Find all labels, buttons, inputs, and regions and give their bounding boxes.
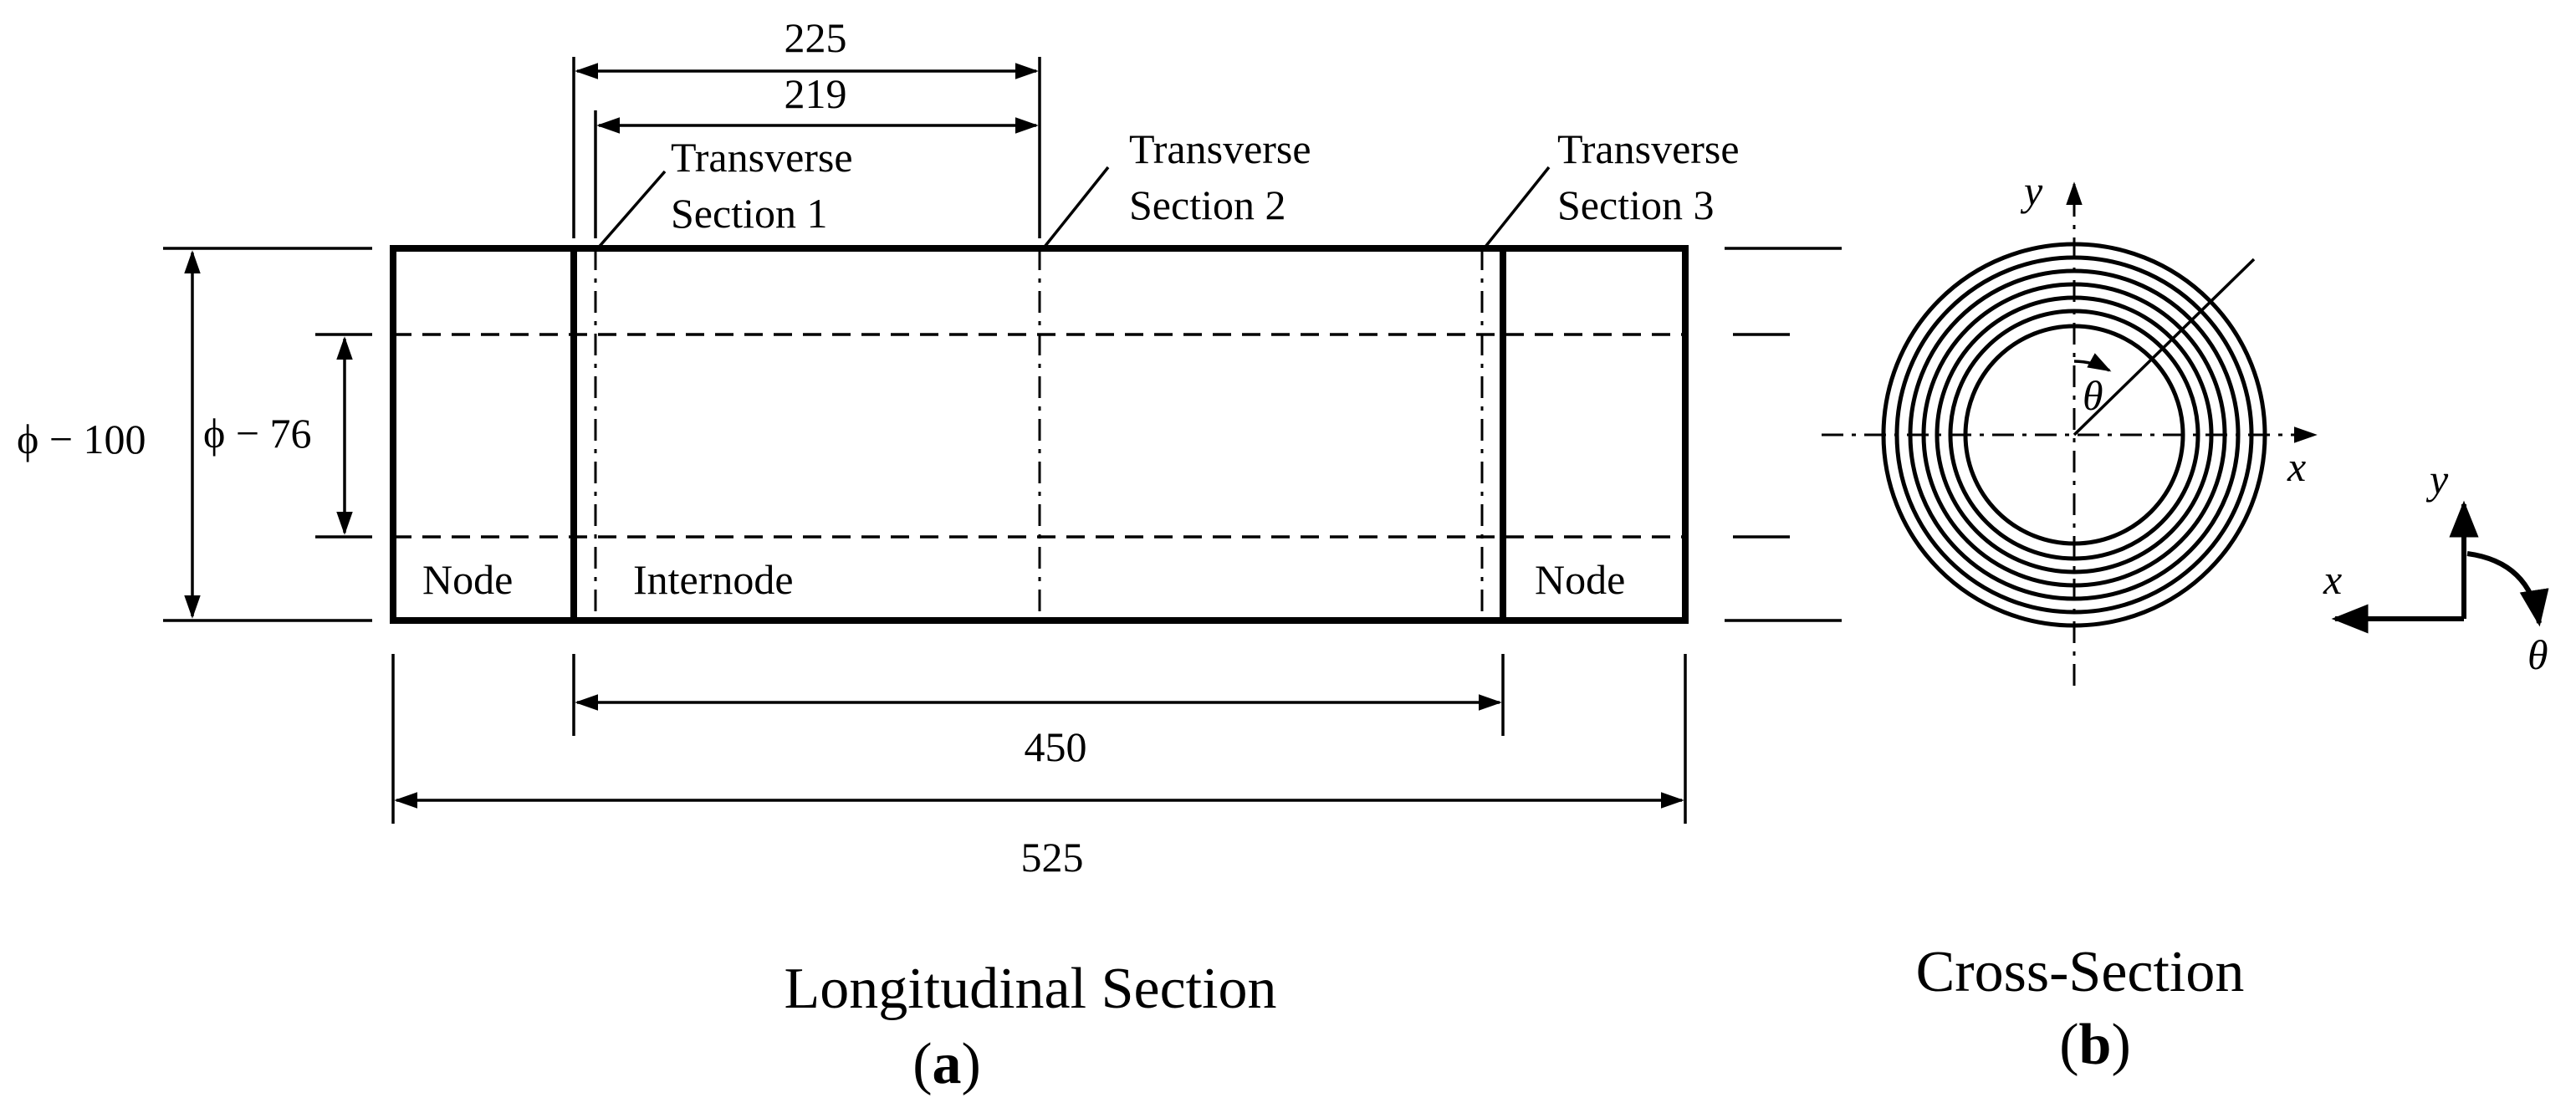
internode-label: Internode bbox=[633, 556, 794, 603]
section-1-label-line2: Section 1 bbox=[671, 190, 827, 237]
node-left-label: Node bbox=[422, 556, 513, 603]
y-axis-label: y bbox=[2020, 167, 2043, 214]
theta-arc bbox=[2073, 353, 2112, 372]
coord-x-label: x bbox=[2323, 556, 2342, 603]
dim-525-label: 525 bbox=[1021, 834, 1084, 881]
section-3-label-line1: Transverse bbox=[1557, 125, 1740, 172]
section-1-leader bbox=[594, 170, 667, 253]
section-2-label-line2: Section 2 bbox=[1129, 181, 1285, 228]
dim-450-label: 450 bbox=[1025, 723, 1087, 770]
longitudinal-section-panel: ϕ − 100 ϕ − 76 225 219 450 525 Transvers… bbox=[17, 14, 1842, 1096]
coord-theta-arrow bbox=[2466, 551, 2549, 627]
section-3-leader bbox=[1480, 166, 1551, 253]
radial-line bbox=[2073, 258, 2256, 437]
panel-b-label: (b) bbox=[2059, 1013, 2131, 1077]
panel-a-label: (a) bbox=[912, 1032, 981, 1096]
theta-label: θ bbox=[2083, 372, 2103, 419]
coord-y-label: y bbox=[2425, 456, 2449, 503]
outer-diameter-label: ϕ − 100 bbox=[17, 416, 146, 462]
section-3-label-line2: Section 3 bbox=[1557, 181, 1714, 228]
section-1-label-line1: Transverse bbox=[671, 134, 853, 181]
node-right-label: Node bbox=[1535, 556, 1625, 603]
longitudinal-caption: Longitudinal Section bbox=[784, 957, 1276, 1021]
x-axis-label: x bbox=[2287, 443, 2306, 490]
coord-theta-label: θ bbox=[2527, 631, 2548, 678]
cross-section-panel: x y θ y x θ Cross-Section (b) bbox=[1822, 167, 2549, 1077]
inner-diameter-label: ϕ − 76 bbox=[203, 410, 312, 457]
section-2-label-line1: Transverse bbox=[1129, 125, 1311, 172]
cross-section-caption: Cross-Section bbox=[1916, 940, 2245, 1004]
dim-225-label: 225 bbox=[785, 14, 847, 61]
section-2-leader bbox=[1040, 166, 1110, 253]
dim-219-label: 219 bbox=[785, 70, 847, 117]
